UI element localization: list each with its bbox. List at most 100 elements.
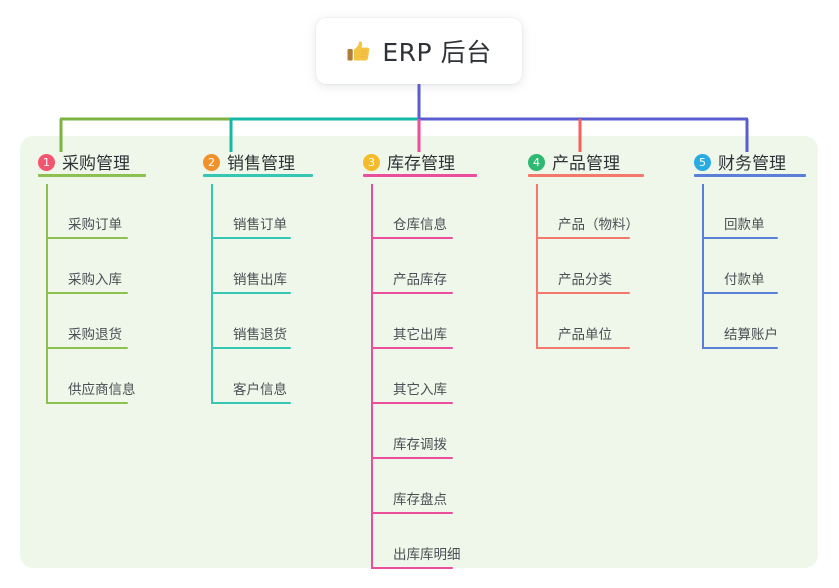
menu-item-underline — [211, 292, 291, 294]
category-branch: 产品（物料） 产品分类产品单位 — [528, 184, 639, 349]
category-header-3[interactable]: 3 库存管理 — [363, 146, 477, 177]
category-underline — [38, 174, 146, 177]
menu-item-label: 付款单 — [724, 272, 765, 288]
menu-item-underline — [536, 292, 630, 294]
menu-item[interactable]: 采购订单 — [38, 184, 130, 239]
branch-spine — [46, 184, 48, 404]
category-column-2: 2 销售管理销售订单销售出库销售退货客户信息 — [203, 146, 313, 404]
menu-item[interactable]: 销售出库 — [203, 239, 295, 294]
menu-item-underline — [371, 567, 453, 569]
category-header-1[interactable]: 1 采购管理 — [38, 146, 146, 177]
menu-item-label: 客户信息 — [233, 382, 287, 398]
menu-item-underline — [371, 457, 453, 459]
menu-item[interactable]: 结算账户 — [694, 294, 786, 349]
menu-item[interactable]: 销售订单 — [203, 184, 295, 239]
category-branch: 回款单付款单结算账户 — [694, 184, 786, 349]
category-header-2[interactable]: 2 销售管理 — [203, 146, 313, 177]
menu-item-underline — [536, 347, 630, 349]
menu-item-label: 回款单 — [724, 217, 765, 233]
category-number-badge: 5 — [694, 153, 711, 171]
root-title: ERP 后台 — [382, 38, 492, 67]
menu-item[interactable]: 供应商信息 — [38, 349, 136, 404]
menu-item-underline — [46, 347, 128, 349]
menu-item[interactable]: 付款单 — [694, 239, 786, 294]
menu-item-underline — [371, 237, 453, 239]
menu-item-label: 产品（物料） — [558, 217, 639, 233]
branch-spine — [371, 184, 373, 569]
menu-item-label: 库存调拨 — [393, 437, 447, 453]
menu-item-label: 产品库存 — [393, 272, 447, 288]
category-number-badge: 2 — [203, 153, 220, 171]
menu-item-underline — [371, 292, 453, 294]
category-header-5[interactable]: 5 财务管理 — [694, 146, 806, 177]
menu-item[interactable]: 回款单 — [694, 184, 786, 239]
menu-item-label: 销售出库 — [233, 272, 287, 288]
menu-item[interactable]: 库存盘点 — [363, 459, 455, 514]
category-title: 库存管理 — [387, 153, 455, 174]
menu-item-underline — [702, 347, 778, 349]
menu-item-label: 供应商信息 — [68, 382, 136, 398]
menu-item-underline — [702, 292, 778, 294]
category-title: 财务管理 — [718, 153, 786, 174]
root-node[interactable]: ERP 后台 — [316, 18, 522, 84]
category-column-5: 5 财务管理回款单付款单结算账户 — [694, 146, 806, 349]
menu-item-label: 仓库信息 — [393, 217, 447, 233]
menu-item-underline — [211, 237, 291, 239]
category-number-badge: 3 — [363, 153, 380, 171]
category-underline — [694, 174, 806, 177]
category-branch: 采购订单采购入库采购退货供应商信息 — [38, 184, 136, 404]
menu-item[interactable]: 销售退货 — [203, 294, 295, 349]
category-header-4[interactable]: 4 产品管理 — [528, 146, 644, 177]
menu-item-underline — [211, 347, 291, 349]
category-underline — [528, 174, 644, 177]
menu-item-underline — [46, 402, 128, 404]
category-column-4: 4 产品管理产品（物料） 产品分类产品单位 — [528, 146, 644, 349]
thumbs-up-icon — [346, 39, 371, 64]
menu-item-label: 库存盘点 — [393, 492, 447, 508]
category-column-3: 3 库存管理仓库信息产品库存其它出库其它入库库存调拨库存盘点出库库明细 — [363, 146, 477, 569]
category-title: 销售管理 — [227, 153, 295, 174]
category-number-badge: 1 — [38, 153, 55, 171]
category-branch: 仓库信息产品库存其它出库其它入库库存调拨库存盘点出库库明细 — [363, 184, 461, 569]
menu-item-underline — [46, 292, 128, 294]
menu-item-underline — [46, 237, 128, 239]
menu-item-label: 销售订单 — [233, 217, 287, 233]
menu-item-label: 采购订单 — [68, 217, 122, 233]
menu-item-underline — [536, 237, 630, 239]
menu-item-underline — [702, 237, 778, 239]
menu-item[interactable]: 采购入库 — [38, 239, 130, 294]
menu-item[interactable]: 出库库明细 — [363, 514, 461, 569]
menu-item-label: 产品单位 — [558, 327, 612, 343]
menu-item-label: 其它入库 — [393, 382, 447, 398]
menu-item[interactable]: 库存调拨 — [363, 404, 455, 459]
menu-item[interactable]: 其它入库 — [363, 349, 455, 404]
menu-item-label: 采购退货 — [68, 327, 122, 343]
menu-item-label: 出库库明细 — [393, 547, 461, 563]
menu-item-label: 结算账户 — [724, 327, 778, 343]
menu-item[interactable]: 产品分类 — [528, 239, 630, 294]
menu-item[interactable]: 客户信息 — [203, 349, 295, 404]
category-title: 采购管理 — [62, 153, 130, 174]
menu-item[interactable]: 产品库存 — [363, 239, 455, 294]
category-title: 产品管理 — [552, 153, 620, 174]
category-underline — [203, 174, 313, 177]
branch-spine — [211, 184, 213, 404]
menu-item-underline — [211, 402, 291, 404]
menu-item-underline — [371, 347, 453, 349]
category-number-badge: 4 — [528, 153, 545, 171]
menu-item-label: 产品分类 — [558, 272, 612, 288]
menu-item[interactable]: 产品（物料） — [528, 184, 639, 239]
menu-item-underline — [371, 402, 453, 404]
menu-item-label: 其它出库 — [393, 327, 447, 343]
menu-item[interactable]: 采购退货 — [38, 294, 130, 349]
menu-item[interactable]: 仓库信息 — [363, 184, 455, 239]
menu-item-label: 销售退货 — [233, 327, 287, 343]
menu-item[interactable]: 产品单位 — [528, 294, 630, 349]
category-column-1: 1 采购管理采购订单采购入库采购退货供应商信息 — [38, 146, 146, 404]
branch-spine — [536, 184, 538, 349]
diagram-panel — [20, 136, 818, 568]
menu-item-label: 采购入库 — [68, 272, 122, 288]
category-underline — [363, 174, 477, 177]
menu-item[interactable]: 其它出库 — [363, 294, 455, 349]
